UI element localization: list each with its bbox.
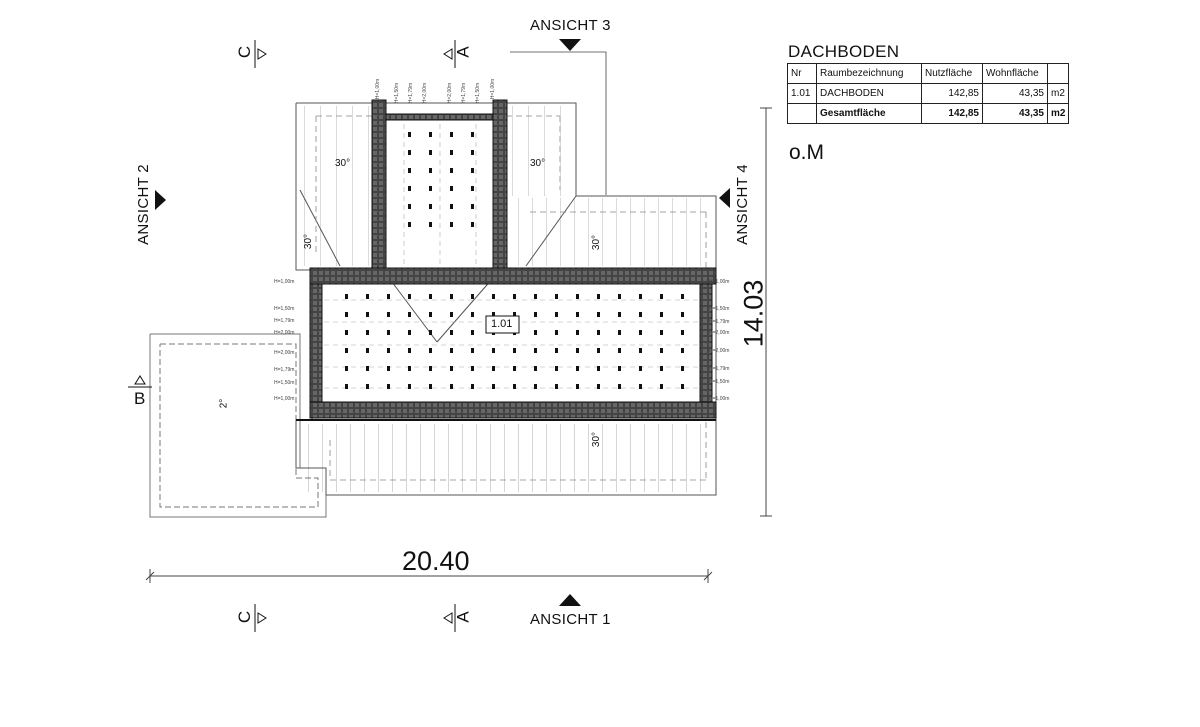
view-arrow-ansicht-2 — [155, 190, 166, 210]
roof-area-right — [512, 198, 714, 266]
height-mark: H=1,79m — [274, 367, 295, 373]
column-header: Nutzfläche — [921, 63, 983, 84]
height-mark: H=1,50m — [475, 82, 482, 104]
height-mark: H=1,00m — [709, 279, 730, 285]
cell-name: DACHBODEN — [816, 83, 922, 104]
roof-pitch-label-bottom: 30° — [591, 431, 603, 448]
cell-wohnflaeche: 43,35 — [982, 83, 1048, 104]
view-arrow-ansicht-1 — [559, 594, 581, 606]
height-mark: H=1,79m — [461, 82, 468, 104]
ansicht-4-label: ANSICHT 4 — [733, 164, 751, 245]
cell-nr: 1.01 — [787, 83, 817, 104]
height-mark: H=2,00m — [709, 348, 730, 354]
roof-area-bottom — [300, 424, 714, 492]
section-cut-marker-c-bottom — [254, 604, 267, 632]
dormer-wall-right — [492, 99, 508, 276]
height-mark: H=2,00m — [274, 330, 295, 336]
section-cut-marker-a-top — [443, 40, 456, 68]
dormer-wall-left — [371, 99, 387, 276]
section-b-label: B — [134, 389, 146, 408]
view-arrow-ansicht-4 — [719, 188, 730, 208]
cell-wohnflaeche: 43,35 — [982, 103, 1048, 124]
section-a-bottom-label: A — [453, 611, 473, 623]
height-mark: H=1,50m — [274, 380, 295, 386]
dormer-front-wall — [385, 113, 494, 121]
level-label: o.M — [789, 141, 825, 164]
ansicht-2-label: ANSICHT 2 — [134, 164, 152, 245]
column-header — [1046, 63, 1070, 84]
height-mark: H=1,00m — [709, 396, 730, 402]
column-header: Nr — [787, 63, 817, 84]
height-mark: H=1,00m — [274, 396, 295, 402]
roof-area-upper-right — [506, 106, 574, 196]
section-cut-marker-a-bottom — [443, 604, 456, 632]
room-wall-bottom — [309, 401, 717, 419]
height-mark: H=1,79m — [408, 82, 415, 104]
height-mark: H=2,00m — [274, 350, 295, 356]
room-wall-top — [309, 267, 717, 285]
room-wall-left — [309, 283, 323, 403]
height-mark: H=2,00m — [422, 82, 429, 104]
cell-nutzflaeche: 142,85 — [921, 83, 983, 104]
height-mark: H=1,50m — [394, 82, 401, 104]
room-tag-box — [485, 315, 520, 334]
roof-area-upper-left — [296, 106, 372, 266]
ansicht-1-label: ANSICHT 1 — [530, 611, 611, 628]
cell-unit: m2 — [1046, 83, 1070, 104]
height-mark: H=1,00m — [274, 279, 295, 285]
section-c-top-label: C — [235, 45, 255, 59]
column-header: Wohnfläche — [982, 63, 1048, 84]
terrace-slope-label: 2° — [218, 398, 230, 409]
rafter-marks-main — [330, 290, 698, 398]
height-mark: H=1,79m — [709, 366, 730, 372]
dimension-line-depth — [760, 107, 772, 517]
table-header-row: Nr Raumbezeichnung Nutzfläche Wohnfläche — [787, 63, 1070, 84]
height-mark: H=1,50m — [709, 306, 730, 312]
ansicht-3-label: ANSICHT 3 — [530, 17, 611, 34]
roof-pitch-label-right: 30° — [591, 234, 603, 251]
section-a-top-label: A — [453, 46, 473, 58]
cell-unit: m2 — [1046, 103, 1070, 124]
table-row: 1.01 DACHBODEN 142,85 43,35 m2 — [787, 83, 1070, 104]
rafter-marks-dormer — [390, 124, 490, 234]
dimension-width-label: 20.40 — [402, 546, 470, 576]
height-mark: H=1,50m — [274, 306, 295, 312]
roof-pitch-label-left: 30° — [303, 233, 315, 250]
height-mark: H=1,50m — [709, 379, 730, 385]
dimension-depth-label: 14.03 — [738, 279, 769, 348]
height-mark: H=1,00m — [490, 78, 497, 100]
height-mark: H=2,00m — [709, 330, 730, 336]
height-mark: H=1,79m — [274, 318, 295, 324]
height-mark: H=1,79m — [709, 319, 730, 325]
cell-nr — [787, 103, 817, 124]
room-table: Nr Raumbezeichnung Nutzfläche Wohnfläche… — [787, 63, 1070, 124]
view-arrow-ansicht-3 — [559, 39, 581, 51]
section-cut-marker-c-top — [254, 40, 267, 68]
dimension-line-width — [145, 569, 713, 583]
terrace-outline — [149, 333, 327, 518]
cell-name: Gesamtfläche — [816, 103, 922, 124]
room-table-title: DACHBODEN — [788, 42, 900, 61]
section-c-bottom-label: C — [235, 610, 255, 624]
roof-pitch-label-upper-right: 30° — [530, 158, 546, 169]
cell-nutzflaeche: 142,85 — [921, 103, 983, 124]
section-cut-marker-b — [128, 375, 152, 388]
height-mark: H=2,00m — [447, 82, 454, 104]
room-tag-label: 1.01 — [491, 318, 513, 330]
room-wall-right — [699, 283, 713, 403]
roof-pitch-label-upper-left: 30° — [335, 158, 351, 169]
column-header: Raumbezeichnung — [816, 63, 922, 84]
table-total-row: Gesamtfläche 142,85 43,35 m2 — [787, 103, 1070, 124]
height-mark: H=1,00m — [375, 78, 382, 100]
